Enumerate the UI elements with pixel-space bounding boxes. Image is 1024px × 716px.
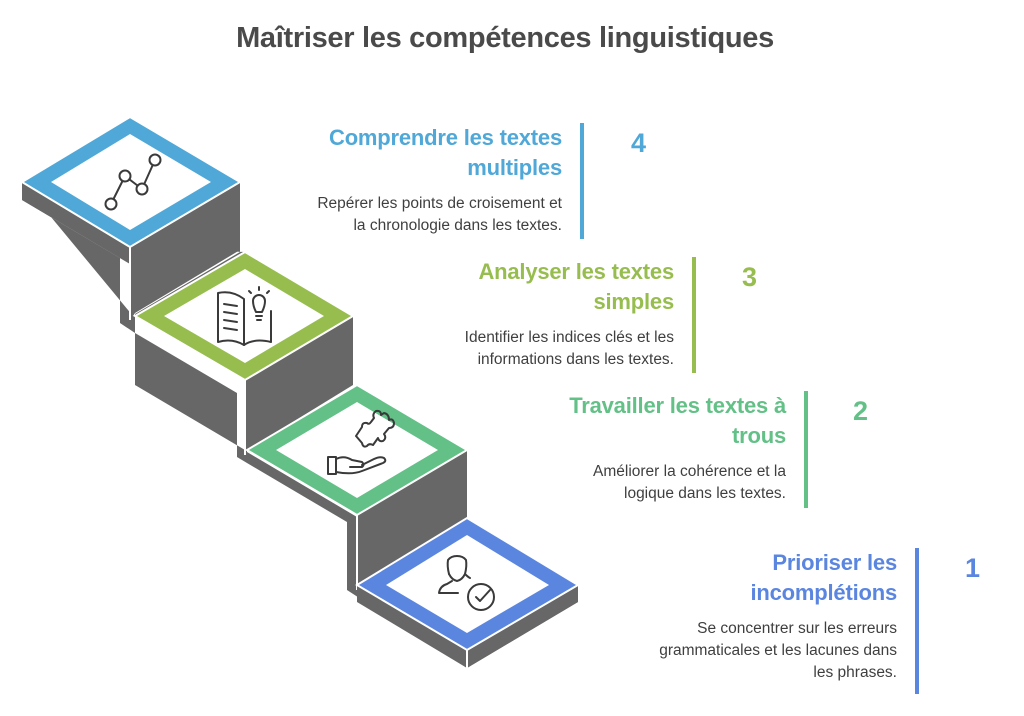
step-4-text: Comprendre les textes multiples Repérer … <box>250 123 562 237</box>
step-3-divider <box>692 257 696 373</box>
step-3-description: Identifier les indices clés et les infor… <box>464 329 674 368</box>
step-3-number: 3 <box>742 262 758 292</box>
step-3-text: Analyser les textes simples Identifier l… <box>380 257 675 371</box>
step-2-text: Travailler les textes à trous Améliorer … <box>490 391 786 505</box>
stair-block-2 <box>245 383 469 590</box>
step-1-text: Prioriser les incomplétions Se concentre… <box>590 548 897 684</box>
hand-puzzle-piece-icon <box>327 409 395 475</box>
step-2-description: Améliorer la cohérence et la logique dan… <box>593 463 786 502</box>
step-4-heading: Comprendre les textes multiples <box>329 125 562 180</box>
step-1-heading: Prioriser les incomplétions <box>750 550 897 605</box>
step-1-number: 1 <box>965 553 981 583</box>
stair-block-4 <box>20 115 245 320</box>
line-chart-nodes-icon <box>104 153 162 211</box>
step-4-number: 4 <box>631 128 647 158</box>
step-2-heading: Travailler les textes à trous <box>569 393 786 448</box>
diagram-title: Maîtriser les compétences linguistiques <box>236 22 774 54</box>
step-4-description: Repérer les points de croisement et la c… <box>317 195 562 234</box>
stair-block-1 <box>355 516 580 668</box>
step-2-divider <box>804 391 808 508</box>
open-book-lightbulb-icon <box>217 286 272 346</box>
step-1-description: Se concentrer sur les erreurs grammatica… <box>659 620 897 681</box>
step-3-heading: Analyser les textes simples <box>478 259 674 314</box>
step-1-divider <box>915 548 919 694</box>
step-2-number: 2 <box>853 396 869 426</box>
person-checkmark-icon <box>438 555 495 611</box>
step-4-divider <box>580 123 584 239</box>
